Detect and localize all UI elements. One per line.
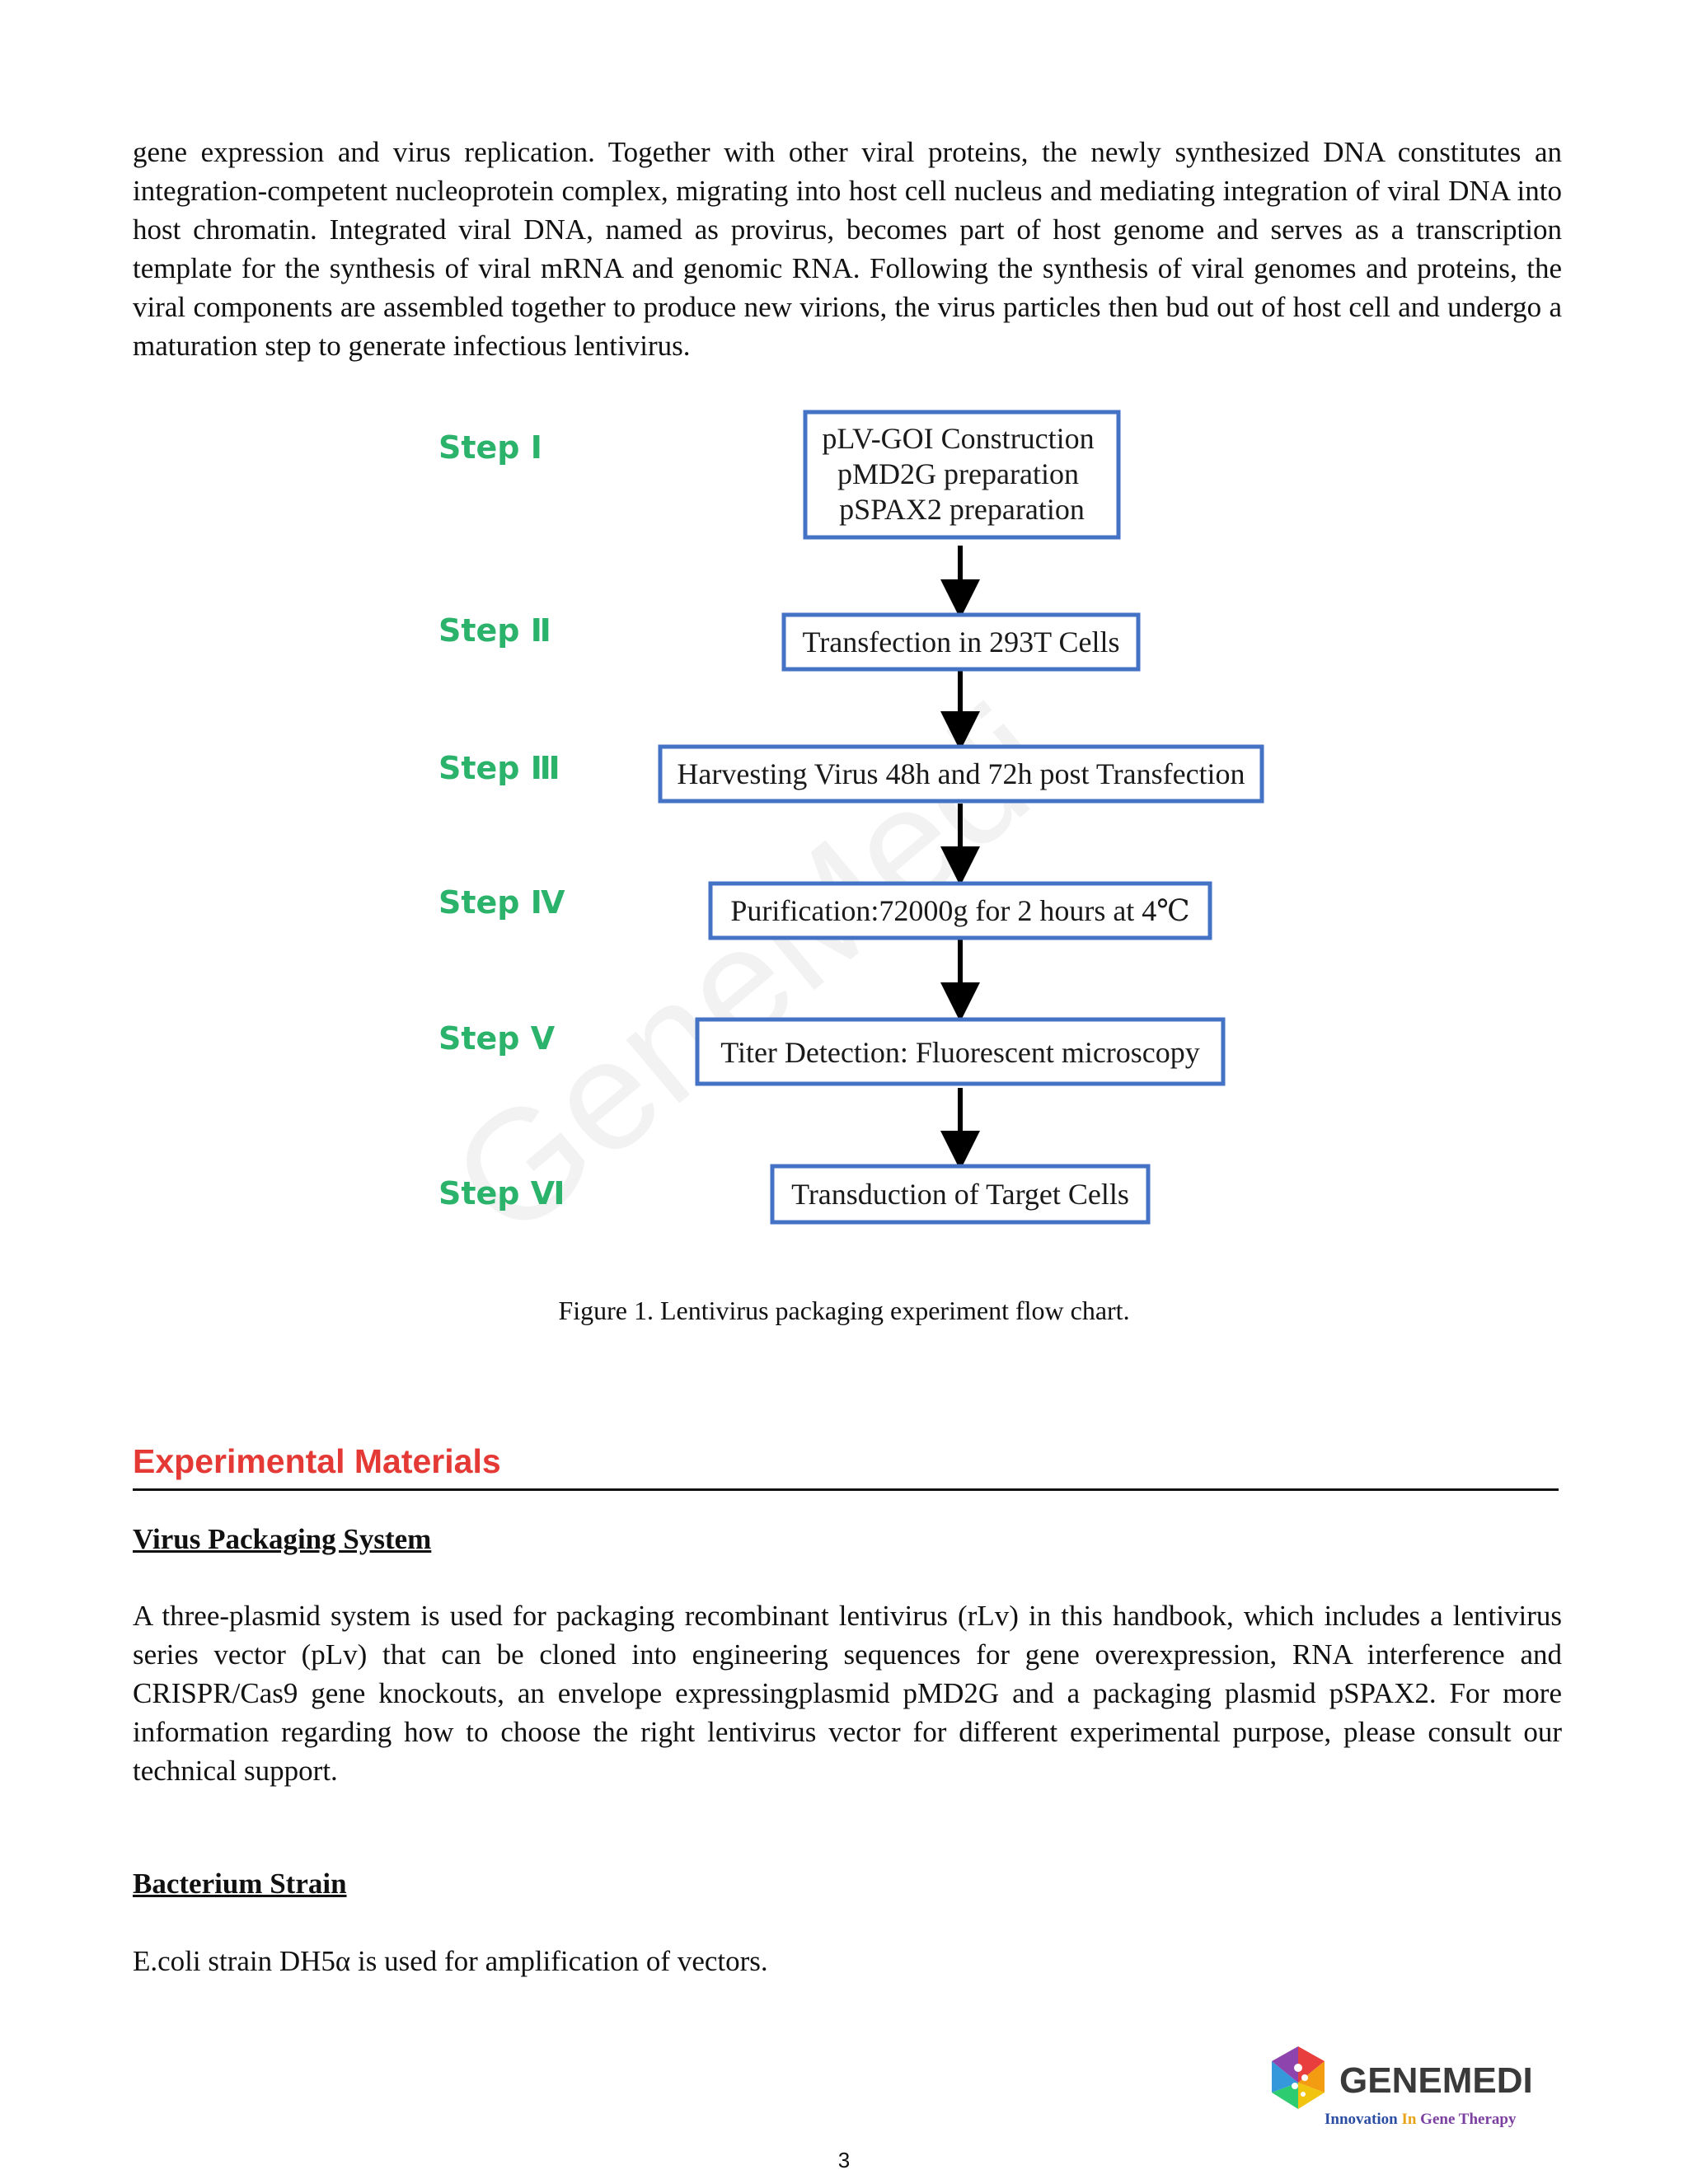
bacterium-strain-paragraph: E.coli strain DH5α is used for amplifica…	[133, 1945, 768, 1977]
step-6: Step Ⅵ Transduction of Target Cells	[438, 1164, 1151, 1225]
step-1: Step Ⅰ pLV-GOI Construction pMD2G prepar…	[438, 410, 1121, 540]
step-box-text: pLV-GOI Construction pMD2G preparation p…	[822, 422, 1101, 526]
step-box-text: Harvesting Virus 48h and 72h post Transf…	[677, 757, 1245, 790]
step-label: Step Ⅰ	[438, 429, 542, 466]
step-label: Step Ⅳ	[438, 884, 565, 921]
step-label: Step Ⅲ	[438, 750, 560, 786]
subsection-title-bacterium-strain: Bacterium Strain	[133, 1868, 347, 1900]
flow-chart-figure: GeneMedi Step Ⅰ pLV-GOI Construction pMD…	[412, 396, 1319, 1253]
figure-caption: Figure 1. Lentivirus packaging experimen…	[558, 1296, 1130, 1325]
step-label: Step Ⅴ	[438, 1020, 556, 1057]
section-heading: Experimental Materials	[133, 1442, 501, 1480]
step-box	[803, 410, 1121, 540]
step-box-text: Transduction of Target Cells	[791, 1178, 1129, 1211]
step-box-text: Purification:72000g for 2 hours at 4℃	[730, 894, 1189, 927]
step-box-text: Transfection in 293T Cells	[803, 626, 1120, 658]
step-box	[695, 1017, 1226, 1086]
step-box	[708, 881, 1212, 940]
step-box	[770, 1164, 1151, 1225]
step-box	[658, 744, 1264, 804]
step-5: Step Ⅴ Titer Detection: Fluorescent micr…	[438, 1017, 1226, 1086]
subsection-title-virus-packaging: Virus Packaging System	[133, 1523, 432, 1555]
step-4: Step Ⅳ Purification:72000g for 2 hours a…	[438, 881, 1212, 940]
page-number: 3	[837, 2148, 851, 2172]
logo-name: GENEMEDI	[1339, 2060, 1533, 2101]
step-3: Step Ⅲ Harvesting Virus 48h and 72h post…	[438, 744, 1264, 804]
step-label: Step Ⅱ	[438, 612, 551, 649]
step-label: Step Ⅵ	[438, 1175, 565, 1212]
step-box	[781, 612, 1141, 672]
virus-packaging-paragraph: A three-plasmid system is used for packa…	[133, 1600, 1562, 1787]
step-box-text: Titer Detection: Fluorescent microscopy	[720, 1036, 1200, 1069]
logo-hexagon-icon	[1272, 2046, 1325, 2109]
step-2: Step Ⅱ Transfection in 293T Cells	[438, 612, 1141, 672]
logo-tagline: Innovation In Gene Therapy	[1325, 2111, 1517, 2128]
genemedi-logo: GENEMEDI Innovation In Gene Therapy	[1257, 2040, 1570, 2130]
intro-paragraph: gene expression and virus replication. T…	[133, 136, 1562, 362]
section-divider	[133, 1488, 1559, 1491]
